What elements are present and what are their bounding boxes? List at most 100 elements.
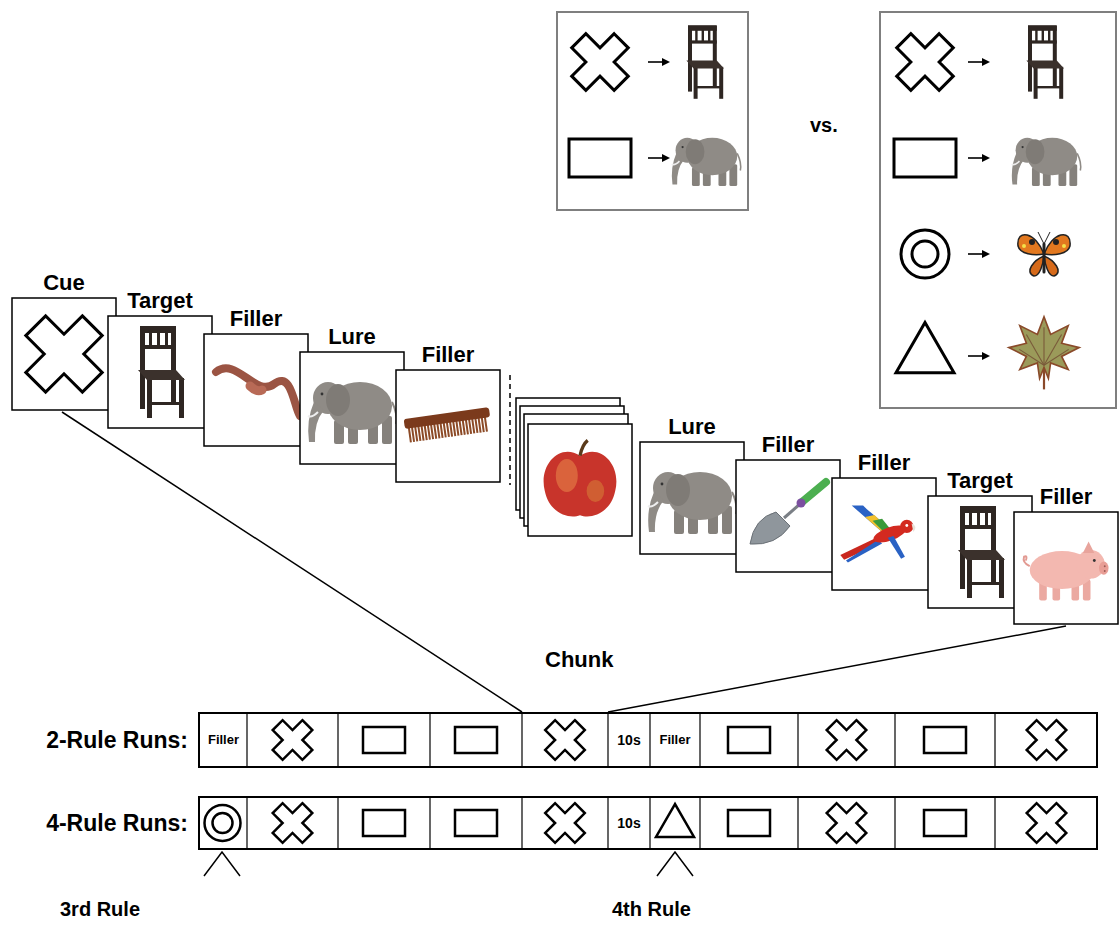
stimulus-frame: Target xyxy=(108,316,212,428)
ring-symbol xyxy=(901,230,949,278)
elephant-picture xyxy=(1026,139,1045,164)
arrow-symbol xyxy=(968,250,990,258)
cell-divider xyxy=(337,712,338,768)
parrot-picture xyxy=(888,536,905,559)
elephant-picture xyxy=(648,472,737,534)
stimulus-frame xyxy=(204,334,308,446)
butterfly-picture xyxy=(1038,232,1044,244)
arrow-symbol xyxy=(968,61,984,63)
stimulus-frame xyxy=(300,352,404,464)
cross-symbol xyxy=(817,793,876,852)
rule-annotation: 3rd Rule xyxy=(60,898,140,921)
cell-divider xyxy=(894,712,895,768)
cross-symbol xyxy=(817,710,876,769)
arrow-symbol xyxy=(968,157,984,159)
frame-caption: Filler xyxy=(762,432,815,457)
cell-divider xyxy=(246,712,247,768)
stimulus-frame xyxy=(108,316,212,428)
chair-picture xyxy=(1034,86,1061,88)
cell-divider xyxy=(699,712,700,768)
chair-picture xyxy=(148,402,182,405)
stimulus-frame xyxy=(832,478,936,590)
frame-border xyxy=(528,424,632,536)
cell-text: 10s xyxy=(617,732,640,748)
chair-picture xyxy=(165,332,168,347)
chair-picture xyxy=(688,26,692,92)
run-sequence-cells xyxy=(247,710,1076,769)
trowel-picture xyxy=(784,504,800,518)
frame-caption: Filler xyxy=(230,306,283,331)
arrow-symbol xyxy=(982,154,990,162)
run-label: 2-Rule Runs: xyxy=(46,727,188,753)
rectangle-symbol xyxy=(924,810,966,836)
zoom-line xyxy=(608,626,1066,712)
zoom-line xyxy=(62,412,522,712)
ring-symbol xyxy=(912,241,938,267)
cross-symbol xyxy=(263,793,322,852)
stimulus-sequence xyxy=(7,297,1118,624)
key-box xyxy=(880,12,1116,408)
elephant-picture xyxy=(661,483,664,486)
stimulus-frame: Cue xyxy=(12,298,116,410)
triangle-symbol xyxy=(896,323,954,373)
rectangle-symbol xyxy=(455,727,497,753)
leaf-picture xyxy=(1009,317,1079,390)
chair-picture xyxy=(958,550,1005,560)
cell-divider xyxy=(429,712,430,768)
stimulus-frame xyxy=(7,297,120,410)
frame-border xyxy=(396,370,500,482)
cell-divider xyxy=(699,796,700,850)
key-box xyxy=(557,12,748,210)
cross-symbol xyxy=(7,297,120,410)
butterfly-picture xyxy=(1043,244,1046,272)
chair-picture xyxy=(1028,25,1057,31)
cross-symbol xyxy=(263,710,322,769)
cell-divider xyxy=(429,796,430,850)
parrot-picture xyxy=(840,538,880,560)
butterfly-picture xyxy=(1018,232,1044,276)
cross-symbol xyxy=(535,793,594,852)
chair-picture xyxy=(694,86,721,88)
frame-border xyxy=(1014,512,1118,624)
cell-divider xyxy=(797,796,798,850)
arrow-symbol xyxy=(662,154,670,162)
trowel-picture xyxy=(750,482,826,544)
frame-caption: Filler xyxy=(1040,484,1093,509)
arrow-symbol xyxy=(662,58,670,66)
cell-divider xyxy=(521,712,522,768)
apple-picture xyxy=(544,452,617,517)
chair-picture xyxy=(149,332,152,347)
chair-picture xyxy=(171,327,176,403)
elephant-picture xyxy=(1012,161,1020,165)
worm-picture xyxy=(216,368,300,416)
butterfly-picture xyxy=(1044,232,1050,244)
apple-picture xyxy=(587,480,605,502)
cell-divider xyxy=(607,796,608,850)
chair-picture xyxy=(969,512,972,527)
stimulus-frame xyxy=(640,442,744,554)
run-sequence-bar: 4-Rule Runs:10s xyxy=(198,796,1098,850)
elephant-picture xyxy=(672,153,684,184)
chair-picture xyxy=(713,26,717,87)
leaf-picture xyxy=(1044,334,1062,365)
frame-caption: Target xyxy=(127,288,193,313)
cell-divider xyxy=(649,796,650,850)
comb-picture xyxy=(404,407,493,443)
arrow-symbol xyxy=(968,154,990,162)
stimulus-frame: Filler xyxy=(1014,512,1118,624)
butterfly-picture xyxy=(1062,244,1066,248)
chair-picture xyxy=(968,582,1002,585)
rectangle-symbol xyxy=(363,727,405,753)
butterfly-picture xyxy=(1018,232,1070,276)
rectangle-symbol xyxy=(924,727,966,753)
apple-picture xyxy=(580,440,588,455)
chair-picture xyxy=(1042,30,1044,42)
frame-border xyxy=(300,352,404,464)
run-label: 4-Rule Runs: xyxy=(46,810,188,836)
frame-caption: Lure xyxy=(668,414,716,439)
cell-divider xyxy=(337,796,338,850)
frame-caption: Target xyxy=(947,468,1013,493)
elephant-picture xyxy=(308,382,397,444)
frame-caption: Lure xyxy=(328,324,376,349)
